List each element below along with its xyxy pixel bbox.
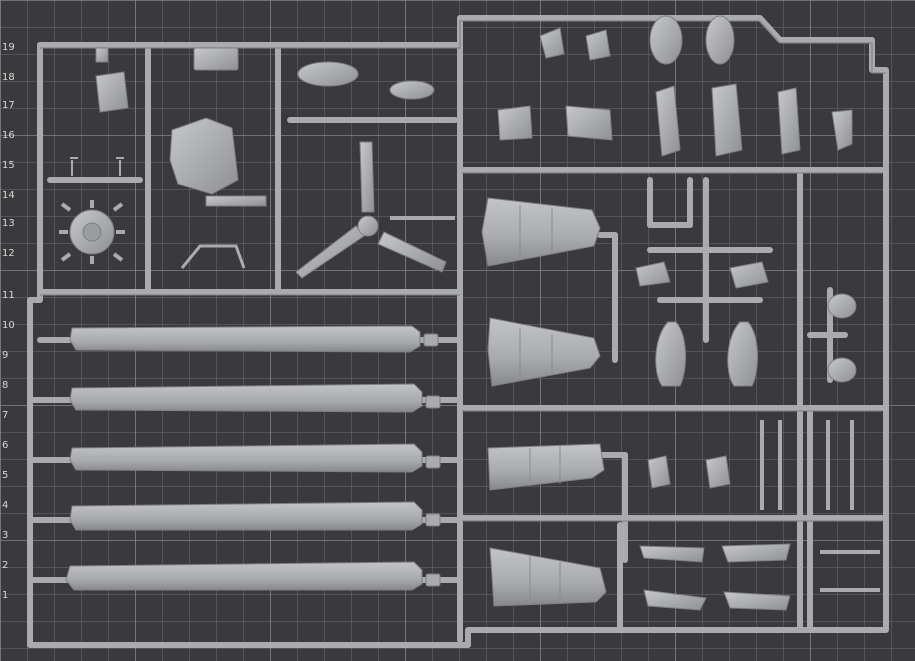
sprue-label-tab [193, 47, 239, 71]
rotor-hub-blade-left [295, 225, 365, 279]
float-left [655, 321, 687, 387]
exhaust-2 [705, 15, 735, 65]
float-right [727, 321, 759, 387]
cockpit-parts [497, 15, 853, 157]
panel-part-1 [497, 105, 533, 141]
ruler-label: 11 [2, 290, 15, 301]
bracket-small-2 [585, 29, 611, 61]
wing-details [519, 205, 561, 604]
landing-gear-parts [635, 261, 857, 489]
rotor-hub [295, 141, 455, 279]
ruler-label: 7 [2, 410, 9, 421]
tail-fin-upper [487, 443, 605, 491]
ruler-label: 18 [2, 72, 15, 83]
rotor-blade-2 [69, 383, 423, 413]
exhaust-1 [649, 15, 683, 65]
blade-roots [423, 333, 441, 587]
rotor-blade-1 [69, 325, 421, 353]
stub-wings [481, 197, 607, 607]
wheel-1 [827, 293, 857, 319]
gear-strut-2 [729, 261, 769, 289]
ruler-label: 1 [2, 590, 9, 601]
ruler-label: 3 [2, 530, 9, 541]
small-parts [59, 47, 435, 269]
stub-wing-upper [481, 197, 601, 267]
ruler-label: 15 [2, 160, 15, 171]
panel-part-2 [565, 105, 613, 141]
bracket-small-1 [539, 27, 565, 59]
ruler-label: 2 [2, 560, 9, 571]
ruler-label: 13 [2, 218, 15, 229]
seat-frame [180, 244, 246, 269]
struts [639, 420, 880, 611]
ruler-label: 5 [2, 470, 9, 481]
fuel-tank-2 [389, 80, 435, 100]
cabin-door-3 [777, 87, 801, 155]
mat-ruler: 19 18 17 16 15 14 13 12 11 10 9 8 7 6 5 … [0, 0, 26, 661]
ruler-label: 16 [2, 130, 15, 141]
stub-wing-lower [487, 317, 601, 387]
sprue-frame [27, 15, 889, 648]
ruler-label: 12 [2, 248, 15, 259]
instrument-block [95, 71, 129, 113]
sprue-frame-shadow [40, 20, 886, 522]
ruler-label: 6 [2, 440, 9, 451]
rotor-hub-blade-up [359, 141, 375, 213]
seat-back-2 [705, 455, 731, 489]
ruler-label: 19 [2, 42, 15, 53]
ruler-label: 9 [2, 350, 9, 361]
rotor-hub-blade-right [377, 231, 447, 273]
wheel-2 [827, 357, 857, 383]
engine-housing [169, 117, 239, 195]
fuel-tank-1 [297, 61, 359, 87]
rotor-blades [65, 325, 423, 591]
ruler-label: 14 [2, 190, 15, 201]
ruler-label: 17 [2, 100, 15, 111]
ruler-label: 8 [2, 380, 9, 391]
rotor-blade-5 [65, 561, 423, 591]
cabin-door-1 [655, 85, 681, 157]
rotor-blade-3 [69, 443, 423, 473]
cabin-door-2 [711, 83, 743, 157]
bracket-part [831, 109, 853, 151]
ruler-label: 4 [2, 500, 9, 511]
ruler-label: 10 [2, 320, 15, 331]
seat-back-1 [647, 455, 671, 489]
rotor-blade-4 [69, 501, 423, 531]
tail-fin-lower [489, 547, 607, 607]
gear-strut-1 [635, 261, 671, 287]
